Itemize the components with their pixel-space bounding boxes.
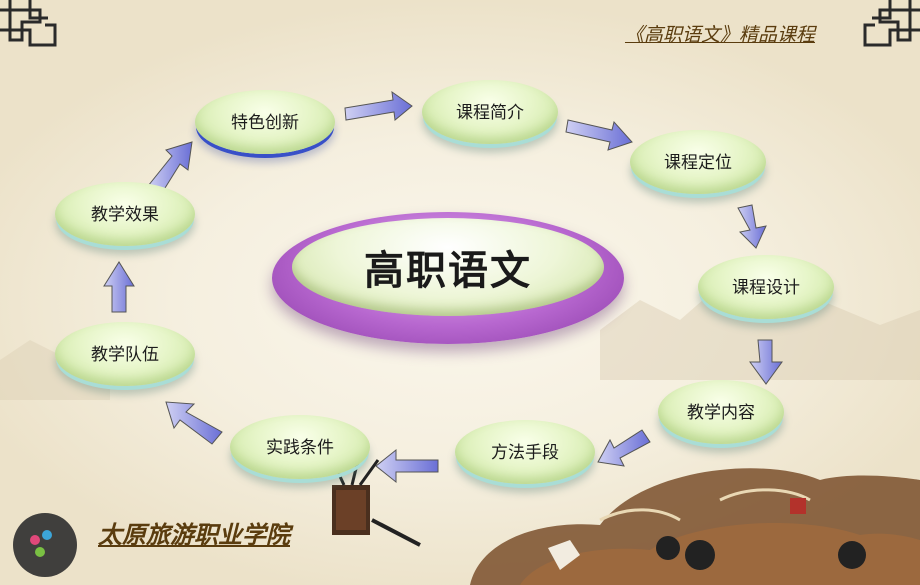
- node-label: 教学效果: [91, 204, 159, 225]
- arrow-innovation-to-intro: [344, 90, 413, 121]
- node-teaching-effect[interactable]: 教学效果: [55, 182, 195, 246]
- node-course-position[interactable]: 课程定位: [630, 130, 766, 194]
- node-course-design[interactable]: 课程设计: [698, 255, 834, 319]
- node-teaching-content[interactable]: 教学内容: [658, 380, 784, 444]
- node-label: 课程简介: [456, 102, 524, 123]
- node-label: 特色创新: [231, 112, 299, 133]
- arrow-position-to-design: [737, 204, 767, 249]
- node-label: 教学内容: [687, 402, 755, 423]
- arrow-team-to-effect: [103, 261, 135, 313]
- seal-stamp: [790, 498, 806, 514]
- node-methods[interactable]: 方法手段: [455, 420, 595, 484]
- arrow-method-to-practice: [375, 448, 439, 484]
- node-teaching-team[interactable]: 教学队伍: [55, 322, 195, 386]
- school-name: 太原旅游职业学院: [98, 520, 290, 549]
- arrow-intro-to-position: [565, 119, 633, 151]
- node-label: 课程设计: [732, 277, 800, 298]
- node-course-intro[interactable]: 课程简介: [422, 80, 558, 144]
- corner-ornament-tr: [863, 0, 920, 47]
- node-practice-conditions[interactable]: 实践条件: [230, 415, 370, 479]
- mountain-silhouette: [600, 285, 920, 380]
- center-label: 高职语文: [364, 248, 532, 294]
- course-title: 《高职语文》精品课程: [624, 24, 815, 46]
- school-logo: [13, 513, 77, 577]
- arrow-practice-to-team: [165, 401, 223, 445]
- arrow-content-to-method: [597, 429, 651, 467]
- corner-ornament-tl: [0, 0, 57, 47]
- arrow-design-to-content: [749, 339, 783, 385]
- node-label: 方法手段: [491, 442, 559, 463]
- node-innovation[interactable]: 特色创新: [195, 90, 335, 154]
- ink-cloud-painting: [470, 468, 920, 585]
- node-label: 课程定位: [664, 152, 732, 173]
- brush-pot-illustration: [328, 451, 421, 547]
- node-label: 实践条件: [266, 437, 334, 458]
- center-node[interactable]: 高职语文: [292, 218, 604, 316]
- node-label: 教学队伍: [91, 344, 159, 365]
